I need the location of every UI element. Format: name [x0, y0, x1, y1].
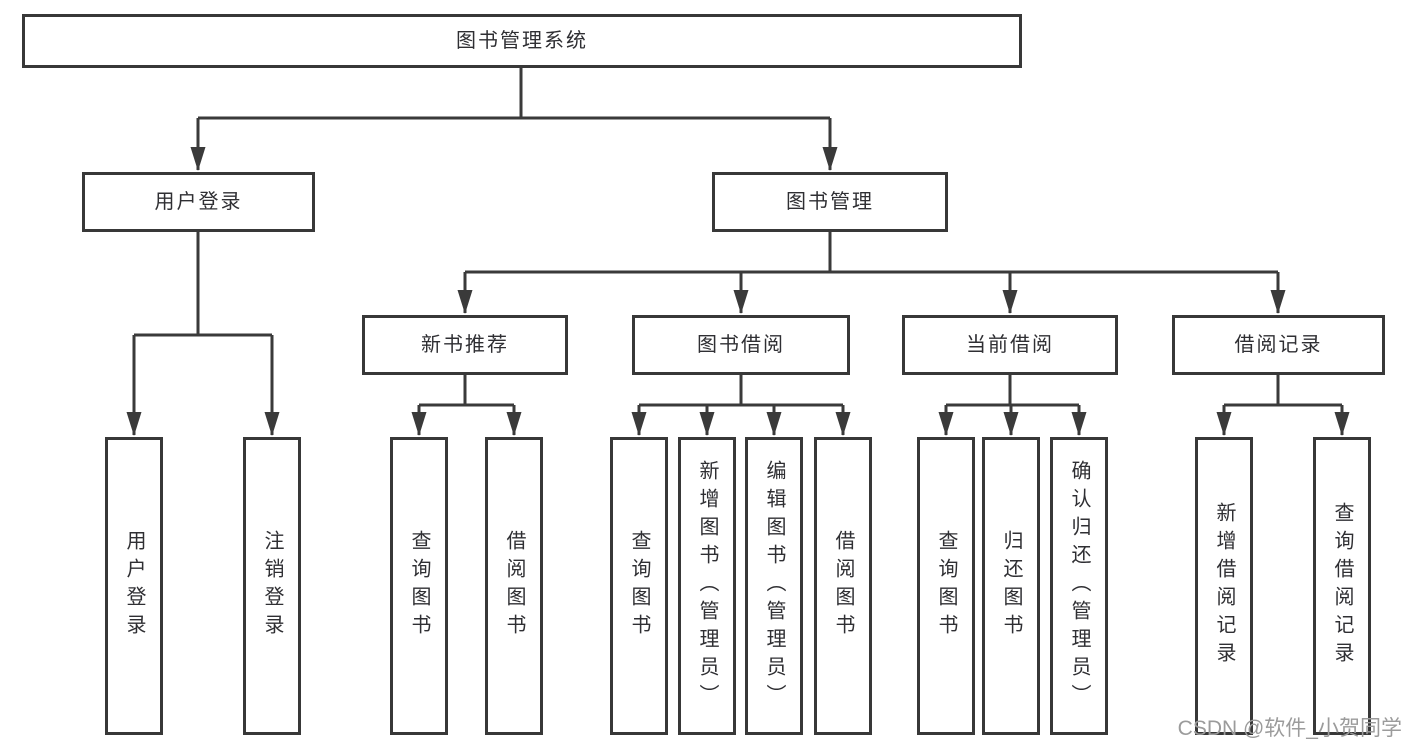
leaf-query-books-current: 查询图书: [917, 437, 975, 735]
leaf-label: 新增图书（管理员）: [696, 460, 718, 712]
node-label: 用户登录: [154, 191, 243, 213]
node-label: 借阅记录: [1234, 334, 1323, 356]
node-label: 图书管理: [786, 191, 874, 213]
leaf-label: 借阅图书: [503, 530, 525, 642]
connector-root: [190, 68, 838, 171]
leaf-label: 新增借阅记录: [1213, 502, 1235, 670]
node-library-management-system: 图书管理系统: [22, 14, 1022, 68]
node-new-book-recommend: 新书推荐: [362, 315, 568, 375]
leaf-label: 查询图书: [628, 530, 650, 642]
leaf-confirm-return-admin: 确认归还（管理员）: [1050, 437, 1108, 735]
leaf-add-books-admin: 新增图书（管理员）: [678, 437, 736, 735]
leaf-label: 编辑图书（管理员）: [763, 460, 785, 712]
node-borrowing-records: 借阅记录: [1172, 315, 1385, 375]
leaf-label: 查询图书: [935, 530, 957, 642]
leaf-logout: 注销登录: [243, 437, 301, 735]
leaf-return-books: 归还图书: [982, 437, 1040, 735]
leaf-label: 查询借阅记录: [1331, 502, 1353, 670]
leaf-label: 确认归还（管理员）: [1068, 460, 1090, 712]
leaf-query-borrow-record: 查询借阅记录: [1313, 437, 1371, 735]
connector-book-management: [457, 232, 1286, 314]
leaf-borrow-books-recommend: 借阅图书: [485, 437, 543, 735]
leaf-query-books-borrowing: 查询图书: [610, 437, 668, 735]
leaf-edit-books-admin: 编辑图书（管理员）: [745, 437, 803, 735]
node-label: 图书管理系统: [456, 30, 588, 52]
leaf-query-books-recommend: 查询图书: [390, 437, 448, 735]
leaf-label: 注销登录: [261, 530, 283, 642]
connector-borrowing-records: [1216, 375, 1350, 436]
connector-current-borrowing: [938, 375, 1087, 436]
node-book-borrowing: 图书借阅: [632, 315, 850, 375]
leaf-user-login: 用户登录: [105, 437, 163, 735]
leaf-label: 借阅图书: [832, 530, 854, 642]
node-label: 新书推荐: [421, 334, 509, 356]
node-current-borrowing: 当前借阅: [902, 315, 1118, 375]
leaf-add-borrow-record: 新增借阅记录: [1195, 437, 1253, 735]
leaf-label: 查询图书: [408, 530, 430, 642]
leaf-label: 归还图书: [1000, 530, 1022, 642]
leaf-borrow-books: 借阅图书: [814, 437, 872, 735]
leaf-label: 用户登录: [123, 530, 145, 642]
csdn-watermark: CSDN @软件_小贺同学: [1177, 717, 1402, 740]
connector-book-borrowing: [631, 375, 851, 436]
node-label: 图书借阅: [697, 334, 785, 356]
connector-new-book-recommend: [411, 375, 522, 436]
node-book-management: 图书管理: [712, 172, 948, 232]
node-user-login: 用户登录: [82, 172, 315, 232]
connector-user-login: [126, 232, 280, 436]
node-label: 当前借阅: [966, 334, 1054, 356]
